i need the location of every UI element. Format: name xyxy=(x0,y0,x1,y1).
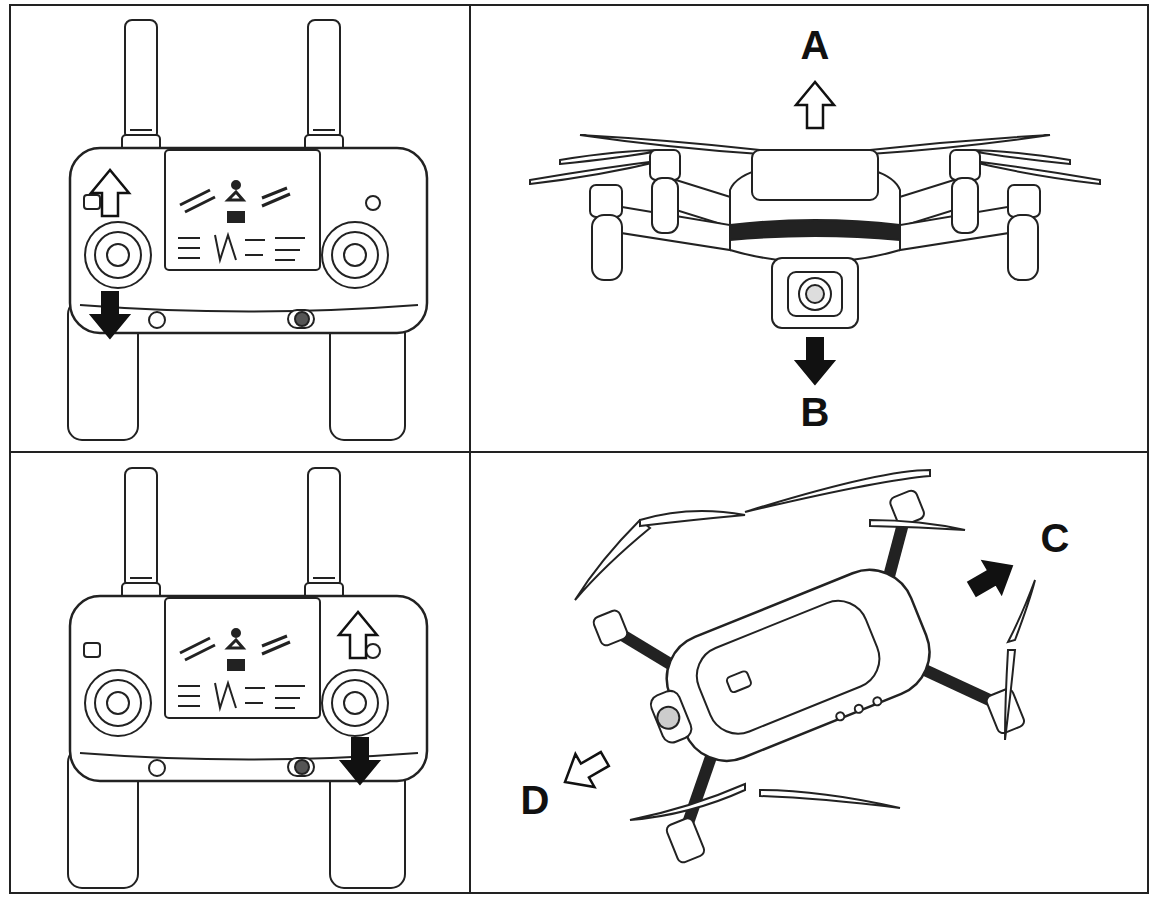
propeller xyxy=(1005,650,1015,740)
propeller xyxy=(640,511,745,526)
filled-arrow xyxy=(963,550,1022,606)
vent xyxy=(872,696,882,706)
callout-letter: C xyxy=(1041,518,1070,558)
propeller xyxy=(760,790,900,808)
hollow-arrow xyxy=(339,612,377,658)
camera-housing xyxy=(648,688,695,746)
callout-letter: D xyxy=(521,780,550,820)
hollow-arrow xyxy=(556,743,615,799)
panel-divider xyxy=(469,5,471,893)
drone-perspective-view xyxy=(556,470,1036,864)
drone-body-group xyxy=(583,483,1026,864)
landing-leg xyxy=(1008,215,1038,280)
camera-lens xyxy=(654,703,683,732)
hollow-arrow xyxy=(796,82,834,128)
camera-gimbal xyxy=(772,258,858,328)
propeller xyxy=(630,784,745,820)
camera-glass xyxy=(806,285,824,303)
propeller xyxy=(1008,580,1035,642)
battery-top xyxy=(688,592,889,743)
propeller xyxy=(575,520,650,600)
filled-arrow xyxy=(796,338,834,384)
motor xyxy=(590,185,622,217)
motor xyxy=(1008,185,1040,217)
propeller xyxy=(965,160,1100,184)
propeller xyxy=(745,470,930,512)
motor xyxy=(950,150,980,180)
propeller xyxy=(530,160,665,184)
vent xyxy=(854,704,864,714)
drone-front-view xyxy=(530,82,1100,384)
front-band xyxy=(730,220,900,240)
landing-leg xyxy=(652,178,678,233)
panel-divider xyxy=(10,451,1148,453)
motor xyxy=(650,150,680,180)
motor xyxy=(592,609,629,647)
propeller xyxy=(870,520,965,530)
remote-controller xyxy=(68,468,427,888)
drone-body xyxy=(653,556,943,774)
callout-letter: B xyxy=(801,392,830,432)
filled-arrow xyxy=(91,292,129,338)
outer-frame xyxy=(10,5,1148,893)
landing-leg xyxy=(592,215,622,280)
power-button xyxy=(726,670,752,693)
callout-letter: A xyxy=(801,25,830,65)
battery-top xyxy=(752,150,878,200)
hollow-arrow xyxy=(91,170,129,216)
camera-lens xyxy=(799,278,831,310)
camera-housing xyxy=(788,272,842,316)
vent xyxy=(835,711,845,721)
filled-arrow xyxy=(341,738,379,784)
landing-leg xyxy=(952,178,978,233)
motor xyxy=(665,817,706,865)
remote-controller xyxy=(68,20,427,440)
